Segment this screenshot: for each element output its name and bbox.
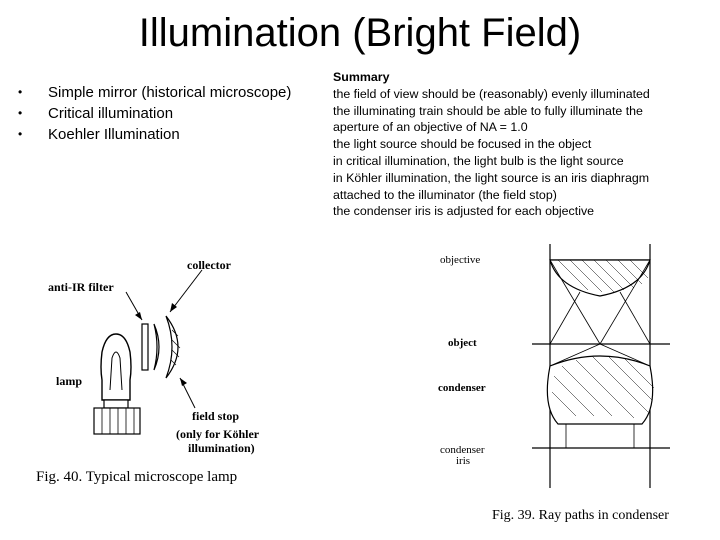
condenser-label: condenser [438, 382, 486, 394]
summary-line: the condenser iris is adjusted for each … [333, 204, 595, 219]
figure-40-caption: Fig. 40. Typical microscope lamp [36, 469, 238, 485]
bullet-dot: • [18, 106, 23, 120]
field-stop-note: (only for Köhler [176, 427, 260, 441]
collector-lens-1 [153, 323, 160, 371]
condenser-lens [546, 355, 654, 425]
condenser-diagram [532, 244, 670, 488]
summary-line: the illuminating train should be able to… [333, 103, 643, 118]
summary-heading: Summary [333, 70, 390, 84]
summary-line: the field of view should be (reasonably)… [333, 86, 650, 101]
bullet-text: Koehler Illumination [48, 126, 180, 143]
bullet-dot: • [18, 85, 23, 99]
field-stop-label: field stop [192, 409, 240, 423]
bullet-item: • Simple mirror (historical microscope) [18, 82, 291, 103]
filament [109, 351, 123, 391]
lamp-diagram [93, 269, 203, 435]
summary-line: aperture of an objective of NA = 1.0 [333, 120, 528, 135]
condenser-iris-label: iris [456, 455, 471, 467]
bullet-item: • Critical illumination [18, 103, 291, 124]
bullet-item: • Koehler Illumination [18, 124, 291, 145]
summary-block: Summary the field of view should be (rea… [333, 69, 650, 220]
bullet-list: • Simple mirror (historical microscope) •… [18, 82, 291, 145]
anti-ir-filter-label: anti-IR filter [48, 280, 114, 294]
bullet-dot: • [18, 127, 23, 141]
condenser-iris-label: condenser [440, 444, 485, 456]
object-label: object [448, 337, 477, 349]
bullet-text: Simple mirror (historical microscope) [48, 84, 292, 101]
field-stop-note: illumination) [188, 441, 255, 455]
summary-line: the light source should be focused in th… [333, 137, 592, 152]
collector-arrow [169, 269, 203, 313]
collector-label: collector [187, 258, 231, 272]
page-title: Illumination (Bright Field) [138, 11, 582, 55]
collector-lens-2 [165, 315, 179, 379]
summary-line: in critical illumination, the light bulb… [333, 153, 624, 168]
bulb-outline [100, 333, 132, 401]
bullet-text: Critical illumination [48, 105, 174, 122]
lamp-label: lamp [56, 374, 83, 388]
lamp-neck [103, 399, 129, 409]
figure-39-caption: Fig. 39. Ray paths in condenser [492, 508, 669, 523]
summary-line: in Köhler illumination, the light source… [333, 170, 650, 185]
objective-label: objective [440, 254, 481, 266]
anti-ir-filter [141, 323, 149, 371]
lamp-socket [93, 407, 141, 435]
summary-line: attached to the illuminator (the field s… [333, 187, 557, 202]
